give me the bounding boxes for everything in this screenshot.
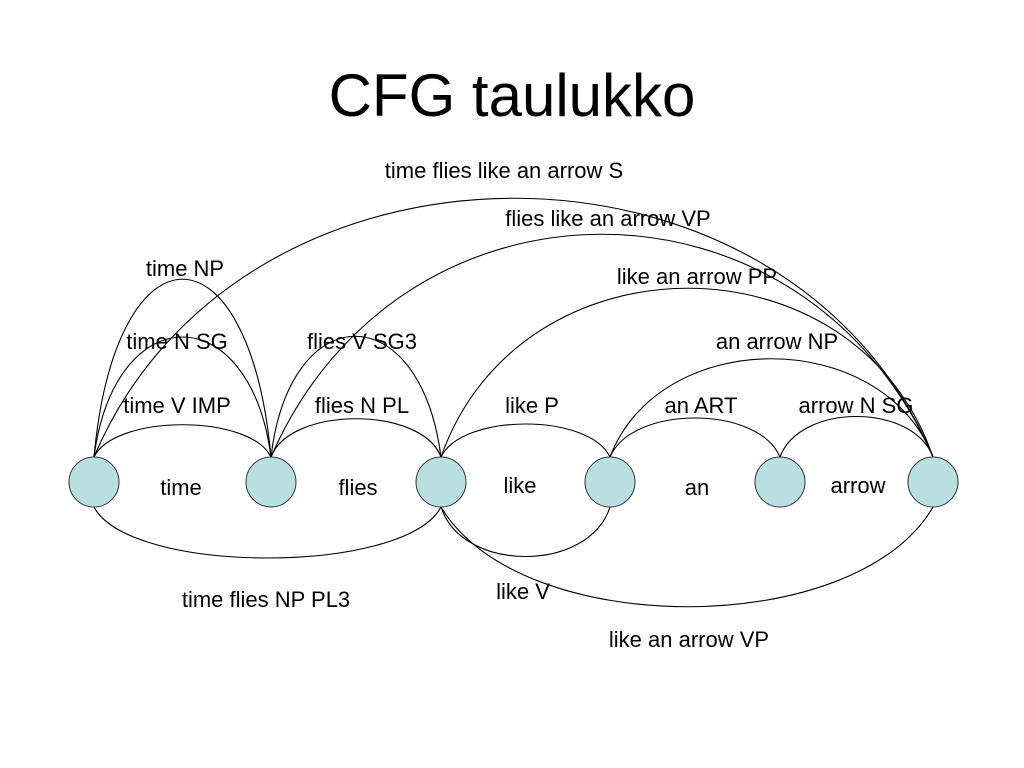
edge-label-like-v: like V	[496, 579, 550, 604]
edge-label-flies: flies	[338, 475, 377, 500]
arc-like-p	[440, 423, 611, 458]
edge-label-time-flies-like-an-arrow-s: time flies like an arrow S	[385, 158, 623, 183]
node-n4	[754, 456, 806, 508]
arc-flies-like-an-arrow-vp	[270, 233, 934, 458]
arc-time-v-imp	[93, 424, 272, 458]
arc-like-an-arrow-pp	[440, 287, 934, 458]
arc-time-flies-like-an-arrow-s	[93, 197, 934, 458]
edge-label-time-np: time NP	[146, 256, 224, 281]
arc-like-v	[440, 506, 611, 557]
arc-an-art	[609, 417, 781, 458]
edge-label-like: like	[503, 473, 536, 498]
arc-time-n-sg	[93, 336, 272, 458]
edge-label-time-n-sg: time N SG	[126, 329, 227, 354]
edge-label-time-flies-np-pl3: time flies NP PL3	[182, 587, 350, 612]
edge-label-an-arrow-np: an arrow NP	[716, 329, 838, 354]
edge-label-like-an-arrow-vp: like an arrow VP	[609, 627, 769, 652]
arc-flies-v-sg3	[270, 335, 442, 458]
node-n1	[245, 456, 297, 508]
arc-like-an-arrow-vp	[440, 506, 934, 608]
node-n0	[68, 456, 120, 508]
arc-arrow-n-sg	[779, 415, 934, 458]
arc-an-arrow-np	[609, 358, 934, 458]
edge-label-flies-v-sg3: flies V SG3	[307, 329, 417, 354]
edge-label-arrow: arrow	[830, 473, 885, 498]
arc-flies-n-pl	[270, 418, 442, 458]
node-n2	[415, 456, 467, 508]
edge-label-like-an-arrow-pp: like an arrow PP	[617, 264, 777, 289]
edge-label-flies-n-pl: flies N PL	[315, 393, 409, 418]
slide-title: CFG taulukko	[328, 62, 696, 129]
edge-label-an: an	[685, 475, 709, 500]
edge-label-like-p: like P	[505, 393, 559, 418]
node-n5	[907, 456, 959, 508]
edge-label-an-art: an ART	[665, 393, 738, 418]
arc-time-flies-np-pl3	[93, 506, 442, 559]
edge-label-time-v-imp: time V IMP	[123, 393, 231, 418]
edge-label-time: time	[160, 475, 202, 500]
node-n3	[584, 456, 636, 508]
arc-time-np	[93, 278, 272, 458]
edge-label-arrow-n-sg: arrow N SG	[799, 393, 914, 418]
edge-label-flies-like-an-arrow-vp: flies like an arrow VP	[505, 206, 710, 231]
